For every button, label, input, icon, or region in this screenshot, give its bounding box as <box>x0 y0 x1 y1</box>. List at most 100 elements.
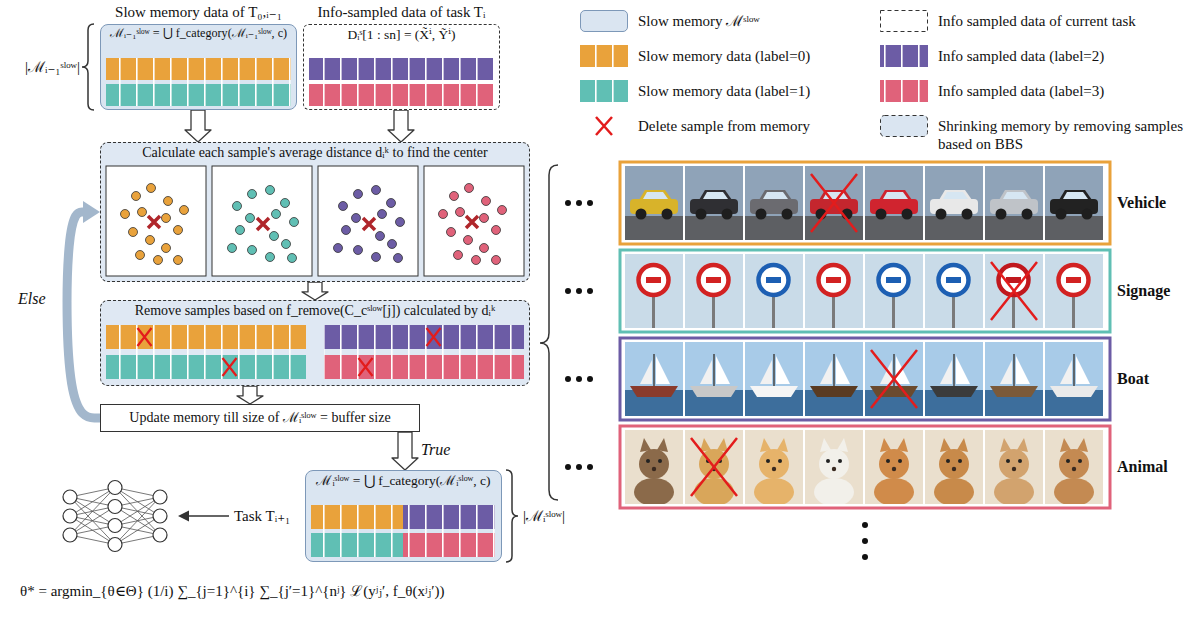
label-slot: Vehicle <box>1117 193 1191 213</box>
memory-size-label: |ℳᵢ₋₁ˢˡᵒʷ| <box>4 58 80 76</box>
legend-text: Slow memory data (label=1) <box>638 80 868 100</box>
shrink-box-sample <box>881 116 928 137</box>
label-slot: Boat <box>1117 369 1191 389</box>
loop-arrow <box>67 212 100 418</box>
delete-mark <box>138 328 441 376</box>
legend-item: Slow memory data (label=0) <box>580 45 868 65</box>
brace <box>82 24 94 110</box>
sample-row <box>106 58 291 80</box>
legend-swatch <box>880 45 928 67</box>
block-arrow <box>302 282 328 300</box>
sample-row <box>311 533 403 557</box>
edge-label-slot: Else <box>18 290 46 308</box>
delete-mark-sample <box>596 117 612 135</box>
vehicle-images <box>625 166 1103 240</box>
distance-step-box: Calculate each sample's average distance… <box>100 142 530 282</box>
step-text: Calculate each sample's average distance… <box>101 143 529 161</box>
cell-grid <box>880 80 928 102</box>
image-row <box>620 426 1110 508</box>
legend-item: Slow memory data (label=1) <box>580 80 868 100</box>
sample-row <box>106 355 306 379</box>
remove-step-box: Remove samples based on f_remove(C_cˢˡᵒʷ… <box>100 300 530 386</box>
ellipsis-dots <box>565 200 868 560</box>
label-slot: Signage <box>1117 281 1191 301</box>
cell-grid <box>106 58 291 106</box>
sample-row <box>403 533 495 557</box>
cell-grid <box>311 505 495 557</box>
cell-grid <box>580 45 628 67</box>
edge-label-slot: True <box>421 441 450 459</box>
label-slot: θ* = argmin_{θ∈Θ} (1/i) ∑_{j=1}^{i} ∑_{j… <box>20 582 540 600</box>
category-label: Animal <box>1117 457 1191 477</box>
network-links <box>70 488 160 545</box>
label-slot: |ℳᵢˢˡᵒʷ| <box>523 507 593 525</box>
label-slot: Task Tᵢ₊₁ <box>234 507 304 525</box>
cell-grid <box>309 58 494 106</box>
image-row <box>620 338 1110 420</box>
legend-swatch <box>580 10 628 32</box>
connector <box>392 432 418 470</box>
legend-swatch <box>580 45 628 67</box>
category-label: Boat <box>1117 369 1191 389</box>
update-step-box: Update memory till size of ℳᵢˢˡᵒʷ = buff… <box>100 404 420 432</box>
animal-images <box>625 430 1103 506</box>
sample-cluster <box>121 184 189 265</box>
legend-item: Info sampled data of current task <box>880 10 1183 30</box>
formula: Dᵢˢ[1 : sn] = (X̃ⁱ, Ỹⁱ) <box>304 25 499 43</box>
task-arrow <box>186 515 229 517</box>
label-slot: |ℳᵢ₋₁ˢˡᵒʷ| <box>4 58 80 76</box>
memory-size-label: |ℳᵢˢˡᵒʷ| <box>523 507 593 525</box>
memory-rows <box>106 58 524 557</box>
connector <box>237 386 263 404</box>
signage-images <box>625 254 1103 328</box>
legend-text: Info sampled data of current task <box>938 10 1183 30</box>
label-slot: Animal <box>1117 457 1191 477</box>
cell-grid <box>106 325 306 379</box>
connector <box>185 110 211 142</box>
legend-item: Shrinking memory by removing samples bas… <box>880 115 1183 153</box>
objective-formula: θ* = argmin_{θ∈Θ} (1/i) ∑_{j=1}^{i} ∑_{j… <box>20 582 540 600</box>
block-arrow <box>185 110 211 142</box>
legend-text: Shrinking memory by removing samples bas… <box>938 115 1183 153</box>
legend-text: Delete sample from memory <box>638 115 868 135</box>
arrow-head <box>83 201 100 223</box>
scatter-panel <box>212 166 312 276</box>
branch-label: Else <box>18 290 46 308</box>
legend-text: Info sampled data (label=2) <box>938 45 1183 65</box>
sample-row <box>106 325 306 349</box>
sample-cluster <box>334 186 405 263</box>
image-row <box>620 250 1110 332</box>
formula: ℳᵢˢˡᵒʷ = ⋃ f_category(ℳᵢˢˡᵒʷ, c) <box>306 471 501 489</box>
legend-item: Info sampled data (label=3) <box>880 80 1183 100</box>
block-arrow <box>237 386 263 404</box>
legend-text: Slow memory data (label=0) <box>638 45 868 65</box>
legend-item: Slow memory ℳˢˡᵒʷ <box>580 10 868 30</box>
brace <box>540 165 558 500</box>
block-arrow <box>388 110 414 142</box>
image-rows <box>620 162 1110 508</box>
network-icon <box>63 481 229 552</box>
sample-row <box>309 58 494 80</box>
legend-item: Delete sample from memory <box>580 115 868 135</box>
step-text: Remove samples based on f_remove(C_cˢˡᵒʷ… <box>101 301 529 319</box>
legend-samples <box>580 11 928 137</box>
connector <box>67 201 100 418</box>
category-label: Signage <box>1117 281 1191 301</box>
sample-row <box>309 84 494 106</box>
sampled-data-box: Info-sampled data of task TᵢDᵢˢ[1 : sn] … <box>303 24 500 110</box>
legend-swatch <box>580 80 628 102</box>
task-label: Task Tᵢ₊₁ <box>234 507 304 525</box>
category-label: Vehicle <box>1117 193 1191 213</box>
delete-mark <box>691 174 1037 496</box>
sample-row <box>324 325 524 349</box>
sample-cluster <box>228 186 299 263</box>
step-text: Update memory till size of ℳᵢˢˡᵒʷ = buff… <box>123 410 396 426</box>
formula: ℳᵢ₋₁ˢˡᵒʷ = ⋃ f_category(ℳᵢ₋₁ˢˡᵒʷ, c) <box>101 25 296 41</box>
legend-swatch <box>880 80 928 102</box>
cell-grid <box>580 80 628 102</box>
image-row <box>620 162 1110 244</box>
connector <box>302 282 328 300</box>
task-arrow-head <box>178 511 189 522</box>
scatter-panel <box>424 166 524 276</box>
legend-item: Info sampled data (label=2) <box>880 45 1183 65</box>
